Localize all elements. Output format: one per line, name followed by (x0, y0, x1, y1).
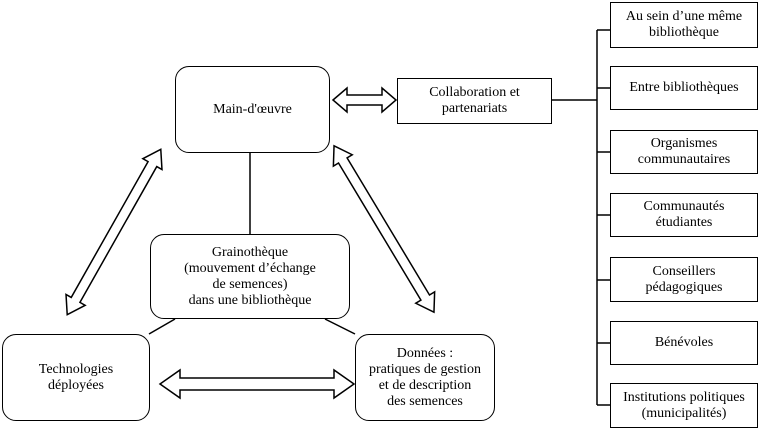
line-seed-library-to-technologies (148, 318, 176, 335)
node-technologies: Technologies déployées (2, 334, 150, 421)
partner-label: Organismes communautaires (637, 136, 731, 167)
double-arrow-technologies-data (158, 368, 356, 400)
partner-label: Institutions politiques (municipalités) (623, 389, 745, 421)
line-seed-library-to-data (324, 318, 356, 335)
partner-label: Communautés étudiantes (643, 199, 725, 230)
partner-student-communities: Communautés étudiantes (610, 193, 758, 237)
node-technologies-label: Technologies déployées (38, 361, 114, 393)
node-data: Données : pratiques de gestion et de des… (355, 334, 495, 421)
double-arrow-workforce-collaboration (331, 86, 398, 114)
partner-label: Au sein d’une même bibliothèque (625, 9, 743, 40)
partner-community-organizations: Organismes communautaires (610, 130, 758, 174)
partner-same-library: Au sein d’une même bibliothèque (610, 2, 758, 48)
partner-label: Entre bibliothèques (629, 80, 739, 95)
node-collaboration: Collaboration et partenariats (397, 78, 552, 124)
partner-label: Conseillers pédagogiques (645, 263, 723, 295)
partner-between-libraries: Entre bibliothèques (610, 66, 758, 110)
double-arrow-workforce-data (332, 144, 436, 314)
partner-pedagogical-advisors: Conseillers pédagogiques (610, 257, 758, 302)
node-seed-library: Grainothèque (mouvement d’échange de sem… (150, 234, 350, 319)
node-collaboration-label: Collaboration et partenariats (429, 85, 520, 116)
node-workforce: Main-d'œuvre (175, 66, 330, 153)
double-arrow-technologies-workforce (65, 148, 163, 316)
node-data-label: Données : pratiques de gestion et de des… (369, 345, 481, 409)
node-workforce-label: Main-d'œuvre (213, 101, 292, 117)
node-seed-library-label: Grainothèque (mouvement d’échange de sem… (184, 244, 316, 308)
partner-label: Bénévoles (654, 335, 714, 350)
partner-political-institutions: Institutions politiques (municipalités) (610, 383, 758, 428)
partner-volunteers: Bénévoles (610, 321, 758, 365)
partners-bracket-ticks (597, 29, 610, 406)
